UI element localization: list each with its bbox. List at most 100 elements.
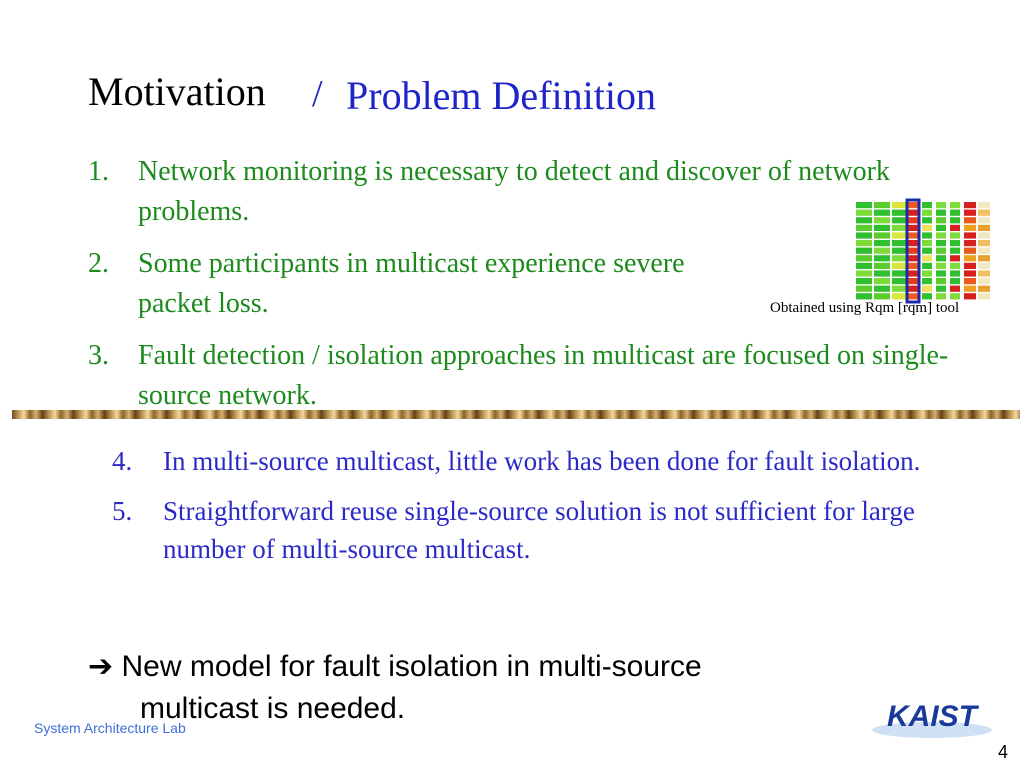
heatmap-cell bbox=[936, 293, 946, 300]
heatmap-cell bbox=[978, 262, 990, 269]
heatmap-cell bbox=[950, 224, 960, 231]
heatmap-cell bbox=[950, 270, 960, 277]
list-item-text: In multi-source multicast, little work h… bbox=[163, 446, 921, 476]
figure-caption: Obtained using Rqm [rqm] tool bbox=[770, 300, 960, 316]
heatmap-cell bbox=[922, 217, 932, 224]
heatmap-cell bbox=[936, 232, 946, 239]
logo-text: KAIST bbox=[887, 700, 980, 733]
heatmap-cell bbox=[908, 262, 918, 269]
heatmap-cell bbox=[856, 209, 872, 216]
heatmap-cell bbox=[908, 217, 918, 224]
heatmap-cell bbox=[922, 202, 932, 209]
heatmap-cell bbox=[964, 247, 976, 254]
heatmap-cell bbox=[936, 270, 946, 277]
heatmap-cell bbox=[874, 278, 890, 285]
kaist-logo-icon: KAIST bbox=[872, 700, 992, 738]
heatmap-cell bbox=[950, 278, 960, 285]
list-item-text: Some participants in multicast experienc… bbox=[138, 248, 685, 319]
heatmap-cell bbox=[892, 262, 906, 269]
heatmap-cell bbox=[978, 278, 990, 285]
heatmap-cell bbox=[978, 285, 990, 292]
heatmap-cell bbox=[892, 270, 906, 277]
heatmap-cell bbox=[964, 217, 976, 224]
heatmap-cell bbox=[922, 247, 932, 254]
heatmap-cell bbox=[936, 240, 946, 247]
heatmap-cell bbox=[978, 240, 990, 247]
heatmap-cell bbox=[978, 247, 990, 254]
heatmap-cell bbox=[922, 224, 932, 231]
heatmap-cell bbox=[936, 262, 946, 269]
heatmap-cell bbox=[978, 232, 990, 239]
heatmap-cell bbox=[908, 224, 918, 231]
heatmap-cell bbox=[908, 285, 918, 292]
heatmap-cell bbox=[908, 247, 918, 254]
list-item: 3. Fault detection / isolation approache… bbox=[88, 336, 968, 416]
heatmap-cell bbox=[856, 293, 872, 300]
blue-bullet-list: 4. In multi-source multicast, little wor… bbox=[112, 442, 932, 568]
heatmap-cell bbox=[874, 232, 890, 239]
heatmap-cell bbox=[950, 209, 960, 216]
heatmap-cell bbox=[922, 240, 932, 247]
heatmap-cell bbox=[936, 285, 946, 292]
heatmap-cell bbox=[874, 293, 890, 300]
heatmap-cell bbox=[922, 209, 932, 216]
heatmap-cell bbox=[874, 285, 890, 292]
heatmap-cell bbox=[964, 285, 976, 292]
footer-lab-name: System Architecture Lab bbox=[34, 720, 186, 736]
heatmap-cell bbox=[892, 232, 906, 239]
heatmap-cell bbox=[950, 255, 960, 262]
heatmap-cell bbox=[950, 217, 960, 224]
slide-title-sub: Problem Definition bbox=[346, 73, 656, 118]
conclusion: ➔ New model for fault isolation in multi… bbox=[88, 646, 948, 730]
heatmap-cell bbox=[908, 255, 918, 262]
heatmap-cell bbox=[856, 262, 872, 269]
heatmap-cell bbox=[908, 232, 918, 239]
heatmap-cell bbox=[922, 285, 932, 292]
conclusion-line-2: multicast is needed. bbox=[140, 692, 406, 725]
heatmap-cell bbox=[856, 270, 872, 277]
heatmap-image bbox=[856, 198, 990, 304]
heatmap-cell bbox=[874, 240, 890, 247]
list-item-number: 3. bbox=[88, 340, 109, 371]
heatmap-cell bbox=[856, 202, 872, 209]
list-item-text: Straightforward reuse single-source solu… bbox=[163, 496, 915, 564]
heatmap-cell bbox=[950, 293, 960, 300]
heatmap-cell bbox=[950, 202, 960, 209]
list-item-text: Network monitoring is necessary to detec… bbox=[138, 156, 890, 227]
heatmap-cell bbox=[964, 232, 976, 239]
heatmap-cell bbox=[964, 278, 976, 285]
heatmap-cell bbox=[950, 262, 960, 269]
heatmap-cell bbox=[874, 217, 890, 224]
heatmap-cell bbox=[856, 217, 872, 224]
heatmap-cell bbox=[964, 209, 976, 216]
heatmap-cell bbox=[922, 255, 932, 262]
heatmap-cell bbox=[964, 240, 976, 247]
heatmap-cell bbox=[922, 278, 932, 285]
heatmap-cell bbox=[874, 262, 890, 269]
heatmap-cell bbox=[908, 293, 918, 300]
heatmap-cell bbox=[856, 278, 872, 285]
heatmap-cell bbox=[964, 270, 976, 277]
heatmap-cell bbox=[874, 255, 890, 262]
heatmap-cell bbox=[964, 202, 976, 209]
list-item: 5. Straightforward reuse single-source s… bbox=[112, 492, 932, 568]
heatmap-cell bbox=[892, 293, 906, 300]
heatmap-cell bbox=[892, 217, 906, 224]
heatmap-cell bbox=[950, 240, 960, 247]
heatmap-cell bbox=[922, 262, 932, 269]
heatmap-cell bbox=[908, 270, 918, 277]
heatmap-cell bbox=[978, 209, 990, 216]
heatmap-cell bbox=[908, 278, 918, 285]
heatmap-cell bbox=[892, 285, 906, 292]
heatmap-cell bbox=[922, 270, 932, 277]
heatmap-cell bbox=[978, 217, 990, 224]
heatmap-cell bbox=[950, 247, 960, 254]
heatmap-cell bbox=[936, 224, 946, 231]
green-bullet-list: 1. Network monitoring is necessary to de… bbox=[88, 152, 968, 416]
page-number: 4 bbox=[998, 742, 1009, 762]
heatmap-cell bbox=[874, 270, 890, 277]
heatmap-cell bbox=[856, 240, 872, 247]
heatmap-cell bbox=[856, 255, 872, 262]
heatmap-cell bbox=[892, 202, 906, 209]
heatmap-cell bbox=[936, 278, 946, 285]
